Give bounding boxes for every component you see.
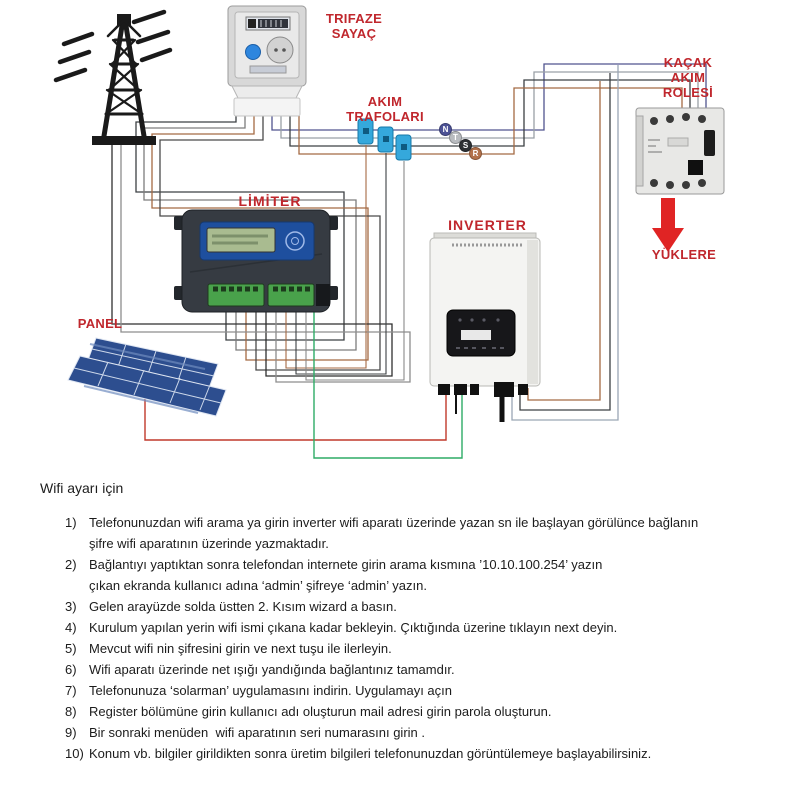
item-text: Register bölümüne girin kullanıcı adı ol…: [89, 704, 552, 719]
item-number: 8): [65, 704, 77, 719]
item-number: 10): [65, 746, 84, 761]
item-number: 6): [65, 662, 77, 677]
meter-device: [227, 5, 307, 117]
label-inverter: INVERTER: [448, 217, 527, 233]
inverter-device: [429, 232, 541, 422]
item-text: Telefonunuza ‘solarman’ uygulamasını ind…: [89, 683, 452, 698]
label-trifaze-sayac: TRIFAZE SAYAÇ: [325, 11, 383, 41]
label-limiter: LİMİTER: [238, 193, 302, 209]
item-text: Bir sonraki menüden wifi aparatının seri…: [89, 725, 425, 740]
instruction-item: 3) Gelen arayüzde solda üstten 2. Kısım w…: [65, 596, 762, 617]
instruction-item: 5) Mevcut wifi nin şifresini girin ve nex…: [65, 638, 762, 659]
item-number: 3): [65, 599, 77, 614]
instruction-item: 10) Konum vb. bilgiler girildikten sonra …: [65, 743, 762, 764]
instructions-section: Wifi ayarı için 1) Telefonunuzdan wifi ar…: [40, 480, 762, 764]
phase-wires: [271, 63, 707, 155]
instruction-item: 9) Bir sonraki menüden wifi aparatının se…: [65, 722, 762, 743]
item-text: Telefonunuzdan wifi arama ya girin inver…: [89, 515, 699, 551]
instruction-item: 8) Register bölümüne girin kullanıcı adı …: [65, 701, 762, 722]
limiter-device: [174, 209, 338, 313]
item-text: Kurulum yapılan yerin wifi ismi çıkana k…: [89, 620, 618, 635]
item-text: Mevcut wifi nin şifresini girin ve next …: [89, 641, 392, 656]
breaker-device: [635, 107, 725, 195]
item-text: Wifi aparatı üzerinde net ışığı yandığın…: [89, 662, 455, 677]
item-number: 9): [65, 725, 77, 740]
current-transformer-icons: [357, 118, 412, 161]
loads-arrow-icon: [652, 198, 684, 252]
wifi-heading: Wifi ayarı için: [40, 480, 124, 496]
phase-marker-r: R: [469, 147, 482, 160]
label-panel: PANEL: [77, 316, 123, 331]
item-number: 2): [65, 557, 77, 572]
item-text: Bağlantıyı yaptıktan sonra telefondan in…: [89, 557, 603, 593]
phase-marker-s: S: [459, 139, 472, 152]
instruction-item: 1) Telefonunuzdan wifi arama ya girin inv…: [65, 512, 762, 554]
item-number: 1): [65, 515, 77, 530]
comm-wire: [313, 306, 463, 459]
label-akim-trafolari: AKIM TRAFOLARI: [346, 94, 424, 124]
instruction-item: 6) Wifi aparatı üzerinde net ışığı yandığ…: [65, 659, 762, 680]
ct-secondary-wires: [285, 145, 405, 381]
label-yuklere: YÜKLERE: [651, 247, 717, 262]
item-text: Konum vb. bilgiler girildikten sonra üre…: [89, 746, 652, 761]
item-number: 5): [65, 641, 77, 656]
item-number: 7): [65, 683, 77, 698]
phase-marker-t: T: [449, 131, 462, 144]
dc-wire: [144, 388, 447, 441]
grid-wires: [111, 143, 411, 383]
instruction-item: 2) Bağlantıyı yaptıktan sonra telefondan …: [65, 554, 762, 596]
item-text: Gelen arayüzde solda üstten 2. Kısım wiz…: [89, 599, 397, 614]
label-kacak-akim-rolesi: KAÇAK AKIM ROLESİ: [662, 55, 714, 100]
power-tower-icon: [53, 9, 173, 145]
instruction-list: 1) Telefonunuzdan wifi arama ya girin inv…: [40, 512, 762, 764]
solar-panel-icon: [67, 337, 227, 417]
wiring-diagram: [53, 5, 725, 459]
instruction-item: 4) Kurulum yapılan yerin wifi ismi çıkana…: [65, 617, 762, 638]
item-number: 4): [65, 620, 77, 635]
phase-marker-n: N: [439, 123, 452, 136]
instruction-item: 7) Telefonunuza ‘solarman’ uygulamasını i…: [65, 680, 762, 701]
